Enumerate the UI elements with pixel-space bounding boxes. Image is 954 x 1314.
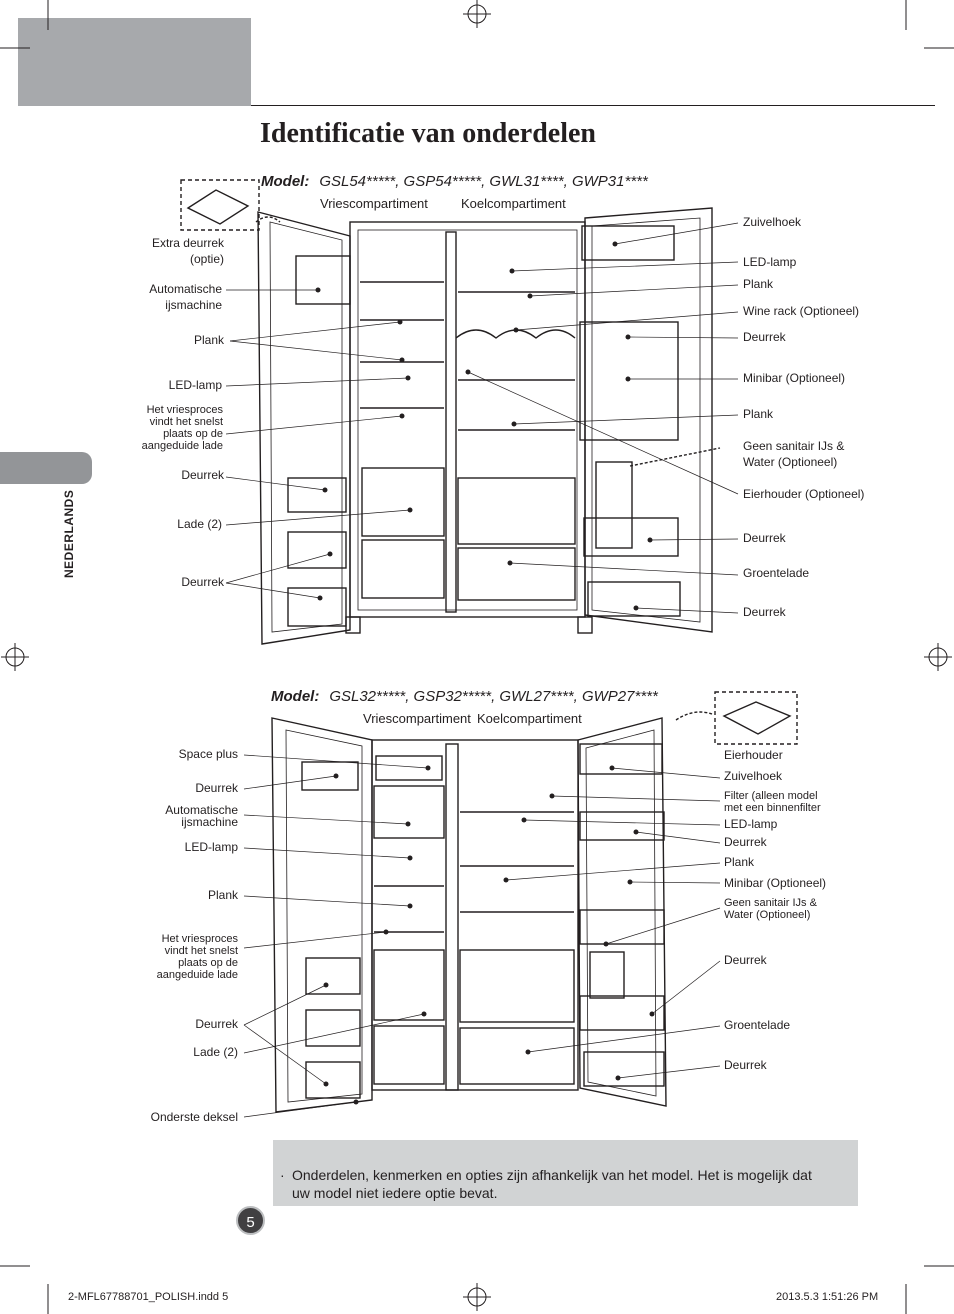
header-gray-block	[18, 18, 251, 106]
d1-label-door-bin-r2: Deurrek	[743, 531, 786, 545]
d2-label-space-plus: Space plus	[178, 747, 238, 761]
d2-label-no-plumbing-2: Water (Optioneel)	[724, 909, 811, 921]
diagram2-leaders-left	[243, 754, 429, 1118]
d2-label-icemaker-2: ijsmachine	[181, 815, 238, 829]
d1-label-extra-door-rack: Extra deurrek	[151, 236, 224, 250]
note-box	[273, 1140, 858, 1206]
d2-label-filter-1: Filter (alleen model	[724, 790, 818, 802]
diagram2-models: GSL32*****, GSP32*****, GWL27****, GWP27…	[329, 688, 658, 705]
d1-label-minibar: Minibar (Optioneel)	[743, 371, 846, 385]
side-language-tab	[0, 452, 92, 484]
d1-label-no-plumbing-1: Geen sanitair IJs &	[743, 439, 845, 453]
d1-label-door-bin-a: Deurrek	[181, 468, 224, 482]
diagram2-leaders-right	[505, 767, 721, 1079]
diagram2-fridge-label: Koelcompartiment	[477, 711, 582, 726]
d1-label-door-bin-b: Deurrek	[181, 575, 224, 589]
d2-label-led-lamp: LED-lamp	[184, 840, 238, 854]
d1-label-dairy-corner: Zuivelhoek	[743, 215, 802, 229]
d2-label-fastfreeze-2: vindt het snelst	[164, 945, 238, 957]
d2-label-filter-2: met een binnenfilter	[724, 802, 821, 814]
d1-label-no-plumbing-2: Water (Optioneel)	[743, 455, 838, 469]
fridge-illustration-2	[271, 691, 798, 1113]
d2-label-bottom-cover: Onderste deksel	[150, 1110, 238, 1124]
d2-label-fastfreeze-1: Het vriesproces	[161, 933, 238, 945]
d2-label-shelf: Plank	[207, 888, 238, 902]
diagram1-leaders-left	[225, 289, 411, 599]
d2-label-no-plumbing-1: Geen sanitair IJs &	[724, 897, 817, 909]
d1-label-fastfreeze-4: aangeduide lade	[141, 440, 223, 452]
header-rule	[251, 105, 935, 106]
diagram2-freezer-label: Vriescompartiment	[363, 711, 471, 726]
diagram1-fridge-label: Koelcompartiment	[461, 196, 566, 211]
d2-label-door-bin-a: Deurrek	[195, 781, 238, 795]
d2-label-fastfreeze-4: aangeduide lade	[156, 969, 238, 981]
d1-label-door-bin-r1: Deurrek	[743, 330, 786, 344]
diagram1-leaders-right	[467, 222, 739, 614]
d2-label-shelf-r: Plank	[724, 855, 755, 869]
d2-label-door-bin-r1: Deurrek	[724, 835, 767, 849]
d1-label-drawer: Lade (2)	[177, 517, 222, 531]
d2-label-drawer: Lade (2)	[193, 1045, 238, 1059]
note-bullet: ·	[280, 1167, 285, 1183]
d2-label-dairy-corner: Zuivelhoek	[724, 769, 783, 783]
d1-label-extra-door-rack-option: (optie)	[189, 252, 224, 266]
d1-label-led-lamp: LED-lamp	[168, 378, 222, 392]
d2-label-led-lamp-r: LED-lamp	[724, 817, 778, 831]
registration-mark	[463, 0, 491, 28]
diagram1-model-label: Model:	[261, 173, 310, 190]
d1-label-led-lamp-r: LED-lamp	[743, 255, 797, 269]
d1-label-icemaker: Automatische	[149, 282, 222, 296]
d2-label-minibar: Minibar (Optioneel)	[724, 876, 827, 890]
footer-timestamp: 2013.5.3 1:51:26 PM	[776, 1291, 879, 1303]
page-number: 5	[236, 1206, 265, 1235]
diagram2-model-line: Model: GSL32*****, GSP32*****, GWL27****,…	[271, 688, 658, 705]
d1-label-shelf-r: Plank	[743, 277, 774, 291]
diagram1-freezer-label: Vriescompartiment	[320, 196, 428, 211]
d1-label-fastfreeze-2: vindt het snelst	[149, 416, 223, 428]
d1-label-shelf-r2: Plank	[743, 407, 774, 421]
registration-mark	[1, 643, 29, 671]
d2-label-vegetable-drawer: Groentelade	[724, 1018, 791, 1032]
d2-label-door-bin-b: Deurrek	[195, 1017, 238, 1031]
fridge-illustration-1	[180, 179, 721, 645]
d1-label-door-bin-r3: Deurrek	[743, 605, 786, 619]
d2-label-door-bin-r3: Deurrek	[724, 1058, 767, 1072]
d1-label-wine-rack: Wine rack (Optioneel)	[743, 304, 860, 318]
leader-dots	[315, 241, 655, 1105]
d2-label-fastfreeze-3: plaats op de	[178, 957, 238, 969]
d1-label-egg-holder: Eierhouder (Optioneel)	[743, 487, 865, 501]
footer-file-name: 2-MFL67788701_POLISH.indd 5	[68, 1291, 229, 1303]
page-title: Identificatie van onderdelen	[260, 118, 596, 149]
d1-label-shelf: Plank	[193, 333, 224, 347]
registration-mark	[924, 643, 952, 671]
registration-mark	[463, 1283, 491, 1311]
diagram1-model-line: Model: GSL54*****, GSP54*****, GWL31****,…	[261, 173, 648, 190]
d2-label-icemaker: Automatische	[165, 803, 238, 817]
d2-label-door-bin-r2: Deurrek	[724, 953, 767, 967]
d2-label-egg-holder: Eierhouder	[724, 748, 783, 762]
d1-label-fastfreeze-3: plaats op de	[163, 428, 223, 440]
note-text: Onderdelen, kenmerken en opties zijn afh…	[292, 1167, 812, 1201]
d1-label-fastfreeze-1: Het vriesproces	[146, 404, 223, 416]
note-text-block: · Onderdelen, kenmerken en opties zijn a…	[280, 1166, 820, 1202]
diagram2-model-label: Model:	[271, 688, 320, 705]
d1-label-vegetable-drawer: Groentelade	[743, 566, 810, 580]
diagram1-models: GSL54*****, GSP54*****, GWL31****, GWP31…	[319, 173, 648, 190]
d1-label-icemaker-2: ijsmachine	[165, 298, 222, 312]
